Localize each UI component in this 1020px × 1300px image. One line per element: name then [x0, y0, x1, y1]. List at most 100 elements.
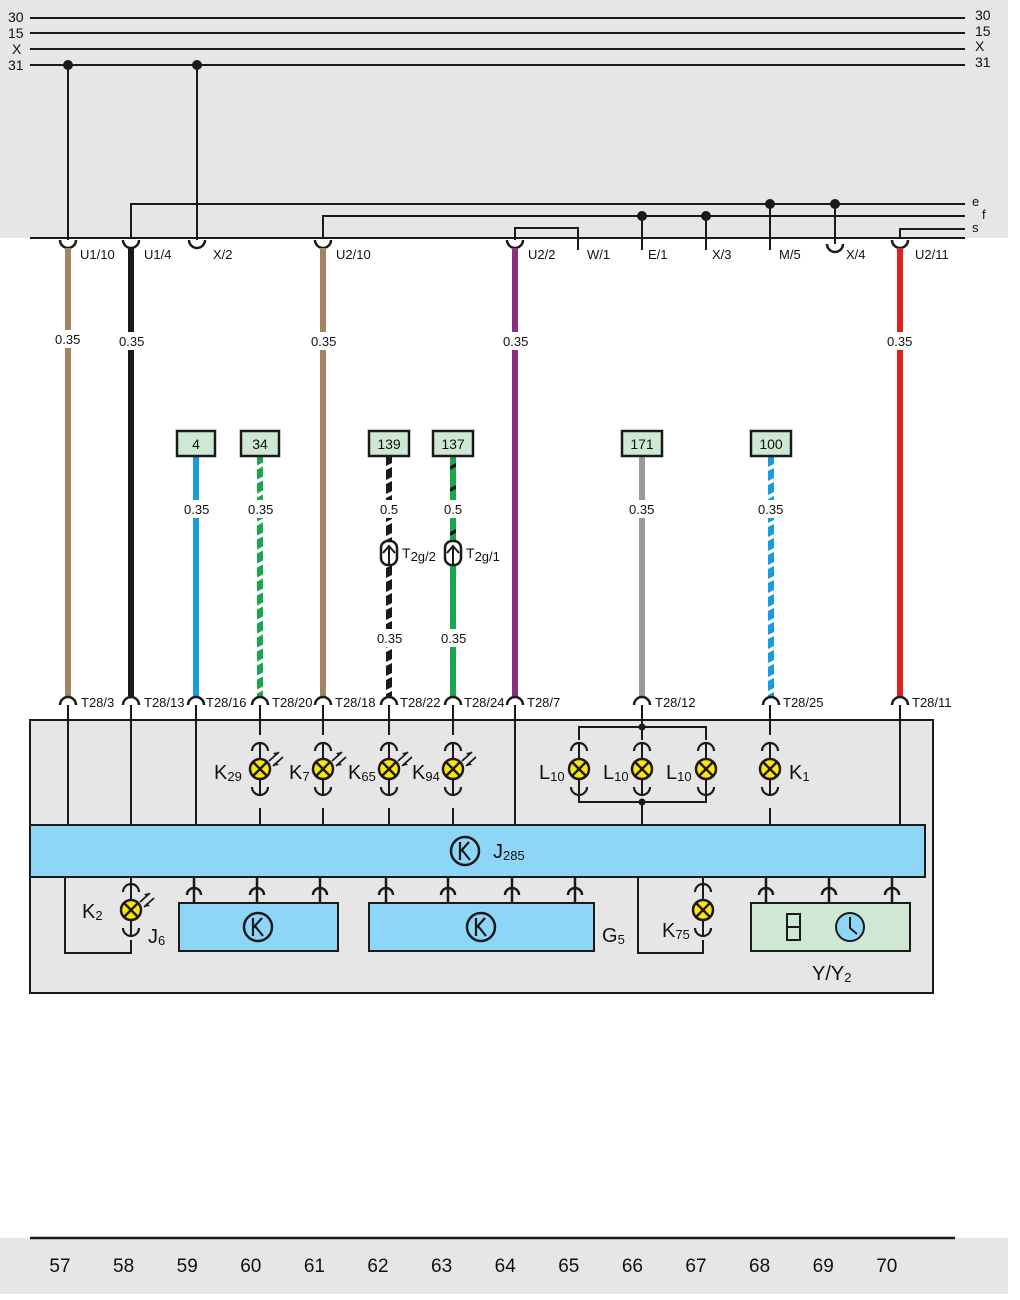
lamp-label-k1: K1	[789, 762, 810, 784]
reference-wires	[193, 456, 774, 696]
reference-gauges: 0.35 0.35 0.5 0.5 0.35 0.35 0.35 0.35	[181, 500, 787, 647]
control-unit-icon	[465, 911, 497, 943]
column-number: 67	[685, 1256, 706, 1277]
junction-dot	[192, 60, 202, 70]
connector-label: T28/18	[335, 695, 375, 710]
column-number: 65	[558, 1256, 579, 1277]
junction-dot	[638, 798, 646, 806]
connector-label: T2g/1	[466, 545, 500, 564]
lamp-label-l10: L10	[666, 762, 692, 784]
reference-box-137: 137	[431, 429, 475, 458]
bus-label-30-right: 30	[975, 7, 991, 23]
gauge-label: 0.35	[184, 502, 209, 517]
wire-brown	[320, 248, 326, 696]
control-unit-icon	[242, 911, 274, 943]
wire-black-white	[386, 456, 392, 696]
wire-violet	[512, 248, 518, 696]
column-number: 58	[113, 1256, 134, 1277]
gauge-label: 0.35	[887, 334, 912, 349]
bus-label-15: 15	[8, 25, 24, 41]
reference-box-34: 34	[239, 429, 281, 458]
bus-labels-right: 30 15 X 31	[975, 7, 991, 70]
module-display	[750, 902, 911, 952]
connector-label: T28/25	[783, 695, 823, 710]
bus-label-s: s	[972, 220, 979, 235]
lamp-label-l10: L10	[603, 762, 629, 784]
connector-label: U1/4	[144, 247, 171, 262]
gauge-label: 0.35	[55, 332, 80, 347]
bus-label-x: X	[12, 41, 22, 57]
column-number: 70	[876, 1256, 897, 1277]
lamp-icon	[567, 741, 591, 797]
junction-dot	[765, 199, 775, 209]
reference-number: 4	[192, 436, 200, 452]
lamp-label-k65: K65	[348, 762, 376, 784]
lamp-icon	[311, 741, 347, 797]
connector-label: X/2	[213, 247, 233, 262]
bus-label-30: 30	[8, 9, 24, 25]
column-number: 62	[367, 1256, 388, 1277]
connector-label: W/1	[587, 247, 610, 262]
seven-segment-icon	[786, 913, 801, 941]
module-label-j6: J6	[148, 926, 165, 948]
module-label-g5: G5	[602, 925, 625, 947]
gauge-label: 0.35	[311, 334, 336, 349]
t2g2-connector: T2g/2	[379, 539, 436, 567]
column-number: 59	[177, 1256, 198, 1277]
gauge-label: 0.35	[441, 631, 466, 646]
bus-label-x-right: X	[975, 38, 985, 54]
module-label-y: Y/Y2	[812, 963, 851, 985]
junction-dot	[638, 723, 646, 731]
t28-connector-labels: T28/3 T28/13 T28/16 T28/20 T28/18 T28/22…	[81, 695, 952, 710]
bus-labels-left: 30 15 X 31	[8, 9, 24, 73]
connector-label: X/3	[712, 247, 732, 262]
connector-label: T28/22	[400, 695, 440, 710]
long-wires	[65, 248, 903, 696]
t2g1-connector: T2g/1	[443, 539, 500, 567]
ground-drops	[67, 65, 198, 240]
bus-label-e: e	[972, 194, 979, 209]
lamp-icon	[248, 741, 284, 797]
lamp-label-k75: K75	[662, 920, 690, 942]
lamp-group-lower	[119, 882, 715, 938]
connector-label: T28/3	[81, 695, 114, 710]
column-number: 69	[813, 1256, 834, 1277]
lower-bus-labels: e f s	[972, 194, 986, 235]
gauge-label: 0.5	[380, 502, 398, 517]
top-connector-cups	[58, 239, 910, 254]
lamp-label-k7: K7	[289, 762, 310, 784]
lamp-icon	[758, 741, 782, 797]
wire-blue-white	[768, 456, 774, 696]
gauge-label: 0.35	[377, 631, 402, 646]
bus-label-31-right: 31	[975, 54, 991, 70]
reference-box-171: 171	[620, 429, 664, 458]
connector-label: T28/7	[527, 695, 560, 710]
junction-dot	[637, 211, 647, 221]
lower-bus-lines	[30, 203, 965, 239]
reference-box-4: 4	[175, 429, 217, 458]
connector-label: X/4	[846, 247, 866, 262]
column-number-strip	[0, 1238, 1008, 1294]
lamp-icon	[119, 882, 155, 938]
lamp-icon	[630, 741, 654, 797]
connector-label: M/5	[779, 247, 801, 262]
wire-green	[450, 556, 456, 696]
module-j285	[29, 824, 926, 878]
lamp-group	[248, 741, 782, 797]
reference-number: 34	[252, 436, 268, 452]
wire-brown	[65, 248, 71, 696]
control-unit-icon	[449, 835, 481, 867]
column-number: 66	[622, 1256, 643, 1277]
gauge-label: 0.35	[629, 502, 654, 517]
lamp-icon	[694, 741, 718, 797]
connector-label: U2/2	[528, 247, 555, 262]
lamp-labels: K29 K7 K65 K94 L10 L10 L10 K1	[214, 762, 810, 784]
connector-label: T28/12	[655, 695, 695, 710]
reference-number: 137	[441, 436, 465, 452]
gauge-label: 0.35	[758, 502, 783, 517]
top-bus-area	[0, 0, 1008, 238]
wire-grey	[639, 456, 645, 696]
clock-icon	[835, 912, 865, 942]
lamp-label-k29: K29	[214, 762, 242, 784]
